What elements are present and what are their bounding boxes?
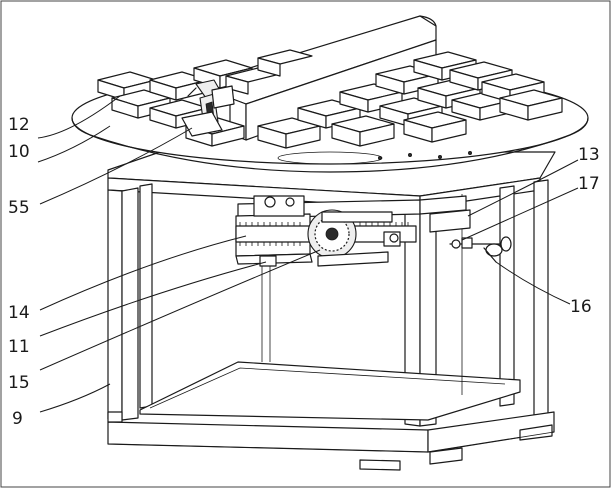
shaft-end — [389, 233, 399, 243]
clamp-arm — [181, 79, 235, 137]
label-55: 55 — [8, 198, 30, 218]
bearing-16 — [485, 243, 503, 257]
fixture-block — [403, 111, 467, 143]
leader-14 — [39, 235, 247, 311]
rivet — [407, 152, 412, 157]
gear-upper-bar — [321, 211, 393, 223]
label-11: 11 — [8, 337, 30, 357]
motor-top — [253, 195, 305, 217]
base-skid-front — [107, 421, 429, 453]
label-12: 12 — [8, 115, 30, 135]
base-corner-left — [107, 411, 123, 423]
motor-terminal-2 — [285, 197, 295, 207]
frame — [107, 151, 556, 471]
rack-teeth — [239, 222, 409, 246]
label-17: 17 — [578, 174, 600, 194]
left-front-post — [107, 189, 123, 421]
bottom-plate-inner-edge — [149, 367, 506, 409]
bearing-16-flange — [500, 236, 512, 252]
label-9: 9 — [12, 409, 23, 429]
right-rear-post — [499, 185, 515, 407]
reference-numerals: 12 10 55 13 17 14 11 16 15 9 — [8, 115, 600, 429]
clamp-bracket — [211, 85, 235, 109]
bottom-plate — [139, 361, 521, 421]
gear-support — [317, 251, 389, 267]
gear-hub — [325, 227, 339, 241]
bearing-16-bolt — [483, 247, 497, 263]
turntable-edge — [71, 117, 589, 173]
rivet — [437, 154, 442, 159]
leader-11 — [39, 261, 267, 337]
leader-17 — [461, 187, 579, 241]
leader-55 — [39, 127, 193, 205]
label-15: 15 — [8, 373, 30, 393]
foot-right — [429, 447, 463, 465]
sensor-17 — [451, 239, 461, 249]
leader-lines — [37, 95, 579, 413]
drive-mechanism — [235, 195, 512, 267]
right-rear-post-2 — [533, 179, 549, 417]
clamp-lever — [187, 87, 197, 97]
leader-10 — [37, 125, 111, 163]
rivet — [467, 150, 472, 155]
label-13: 13 — [578, 145, 600, 165]
leader-16 — [495, 261, 571, 305]
leader-15 — [39, 249, 321, 371]
label-14: 14 — [8, 303, 30, 323]
rivet — [377, 155, 382, 160]
leader-9 — [39, 383, 111, 413]
base-bottom-line — [107, 431, 555, 453]
leader-12 — [37, 95, 121, 139]
fixture-blocks — [97, 49, 563, 149]
bracket-13 — [429, 209, 471, 233]
fixture-block — [331, 115, 395, 147]
label-10: 10 — [8, 142, 30, 162]
left-rear-post — [139, 183, 153, 409]
fixture-block — [257, 49, 313, 77]
motor-terminal — [264, 196, 276, 208]
fixture-block — [339, 83, 403, 113]
divider-wall-cap — [419, 15, 437, 27]
left-front-post-side — [121, 187, 139, 421]
label-16: 16 — [570, 297, 592, 317]
motor-foot — [259, 255, 277, 267]
fixture-block — [499, 89, 563, 121]
foot-front — [359, 459, 401, 471]
leader-13 — [467, 159, 579, 217]
